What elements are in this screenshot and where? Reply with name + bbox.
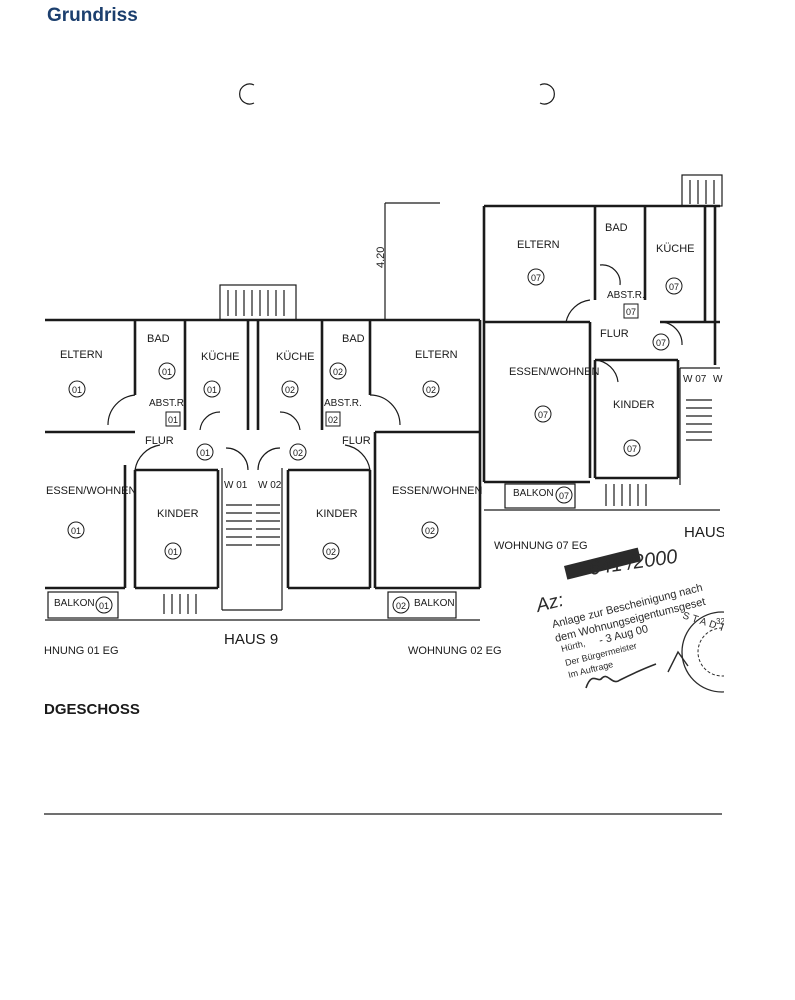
room-label-flur-07: FLUR xyxy=(600,328,629,340)
room-label-abstr-01: ABST.R. xyxy=(149,398,187,409)
unit-02: ELTERN 02 BAD 02 KÜCHE 02 ABST.R. 02 FLU… xyxy=(258,333,502,657)
room-label-kinder-02: KINDER xyxy=(316,508,358,520)
haus-right-walls xyxy=(482,174,723,511)
haus-9-label: HAUS 9 xyxy=(224,631,278,648)
room-no-eltern-07: 07 xyxy=(531,273,541,283)
room-label-kueche-01: KÜCHE xyxy=(201,351,240,363)
room-label-abstr-07: ABST.R. xyxy=(607,290,645,301)
signature-mark xyxy=(667,650,689,673)
room-no-bad-02: 02 xyxy=(333,367,343,377)
room-label-kinder-01: KINDER xyxy=(157,508,199,520)
seal-number: 32 xyxy=(716,617,725,626)
room-no-essen-07: 07 xyxy=(538,410,548,420)
room-no-abstr-02: 02 xyxy=(328,415,338,425)
punch-hole-left xyxy=(239,83,255,105)
dimension-label: 4.20 xyxy=(375,247,387,268)
room-label-kinder-07: KINDER xyxy=(613,399,655,411)
room-label-essen-02: ESSEN/WOHNEN xyxy=(392,485,483,497)
unit-01: ELTERN 01 BAD 01 KÜCHE 01 ABST.R. 01 FLU… xyxy=(44,333,248,657)
page-edge-mask xyxy=(724,150,795,850)
room-label-eltern-02: ELTERN xyxy=(415,349,458,361)
room-no-kueche-07: 07 xyxy=(669,282,679,292)
room-no-bad-01: 01 xyxy=(162,367,172,377)
balkon-no-02: 02 xyxy=(396,601,406,611)
redaction-mark xyxy=(564,547,642,580)
az-number: 641 /2000 xyxy=(588,546,679,580)
room-label-abstr-02: ABST.R. xyxy=(324,398,362,409)
page-title: Grundriss xyxy=(47,5,138,26)
w-label-cut: W xyxy=(713,374,723,385)
room-no-eltern-02: 02 xyxy=(426,385,436,395)
w-label-02: W 02 xyxy=(258,480,282,491)
room-no-flur-02: 02 xyxy=(293,448,303,458)
w-label-07: W 07 xyxy=(683,374,707,385)
az-prefix: Az: xyxy=(533,590,566,617)
balkon-label-07: BALKON xyxy=(513,488,554,499)
balkon-no-01: 01 xyxy=(99,601,109,611)
room-label-bad-02: BAD xyxy=(342,333,365,345)
wohnung-label-07: WOHNUNG 07 EG xyxy=(494,540,588,552)
room-no-kueche-01: 01 xyxy=(207,385,217,395)
room-label-eltern-01: ELTERN xyxy=(60,349,103,361)
room-no-kinder-07: 07 xyxy=(627,444,637,454)
wohnung-label-01: HNUNG 01 EG xyxy=(44,645,119,657)
room-label-bad-07: BAD xyxy=(605,222,628,234)
punch-hole-right xyxy=(539,83,555,105)
room-label-flur-01: FLUR xyxy=(145,435,174,447)
room-no-essen-02: 02 xyxy=(425,526,435,536)
unit-07: ELTERN 07 BAD KÜCHE 07 ABST.R. 07 FLUR 0… xyxy=(494,222,723,552)
room-label-essen-07: ESSEN/WOHNEN xyxy=(509,366,600,378)
room-no-abstr-07: 07 xyxy=(626,307,636,317)
room-label-eltern-07: ELTERN xyxy=(517,239,560,251)
balkon-label-01: BALKON xyxy=(54,598,95,609)
room-no-kinder-01: 01 xyxy=(168,547,178,557)
room-no-flur-07: 07 xyxy=(656,338,666,348)
room-no-flur-01: 01 xyxy=(200,448,210,458)
haus9-walls xyxy=(45,284,482,621)
signature xyxy=(585,663,657,689)
room-label-kueche-07: KÜCHE xyxy=(656,243,695,255)
w-label-01: W 01 xyxy=(224,480,248,491)
wohnung-label-02: WOHNUNG 02 EG xyxy=(408,645,502,657)
balkon-no-07: 07 xyxy=(559,491,569,501)
room-no-abstr-01: 01 xyxy=(168,415,178,425)
room-no-kueche-02: 02 xyxy=(285,385,295,395)
room-no-eltern-01: 01 xyxy=(72,385,82,395)
floor-heading: DGESCHOSS xyxy=(44,701,140,718)
haus-right-label: HAUS xyxy=(684,524,726,541)
room-label-flur-02: FLUR xyxy=(342,435,371,447)
room-label-kueche-02: KÜCHE xyxy=(276,351,315,363)
balkon-label-02: BALKON xyxy=(414,598,455,609)
room-no-essen-01: 01 xyxy=(71,526,81,536)
room-no-kinder-02: 02 xyxy=(326,547,336,557)
room-label-essen-01: ESSEN/WOHNEN xyxy=(46,485,137,497)
room-label-bad-01: BAD xyxy=(147,333,170,345)
